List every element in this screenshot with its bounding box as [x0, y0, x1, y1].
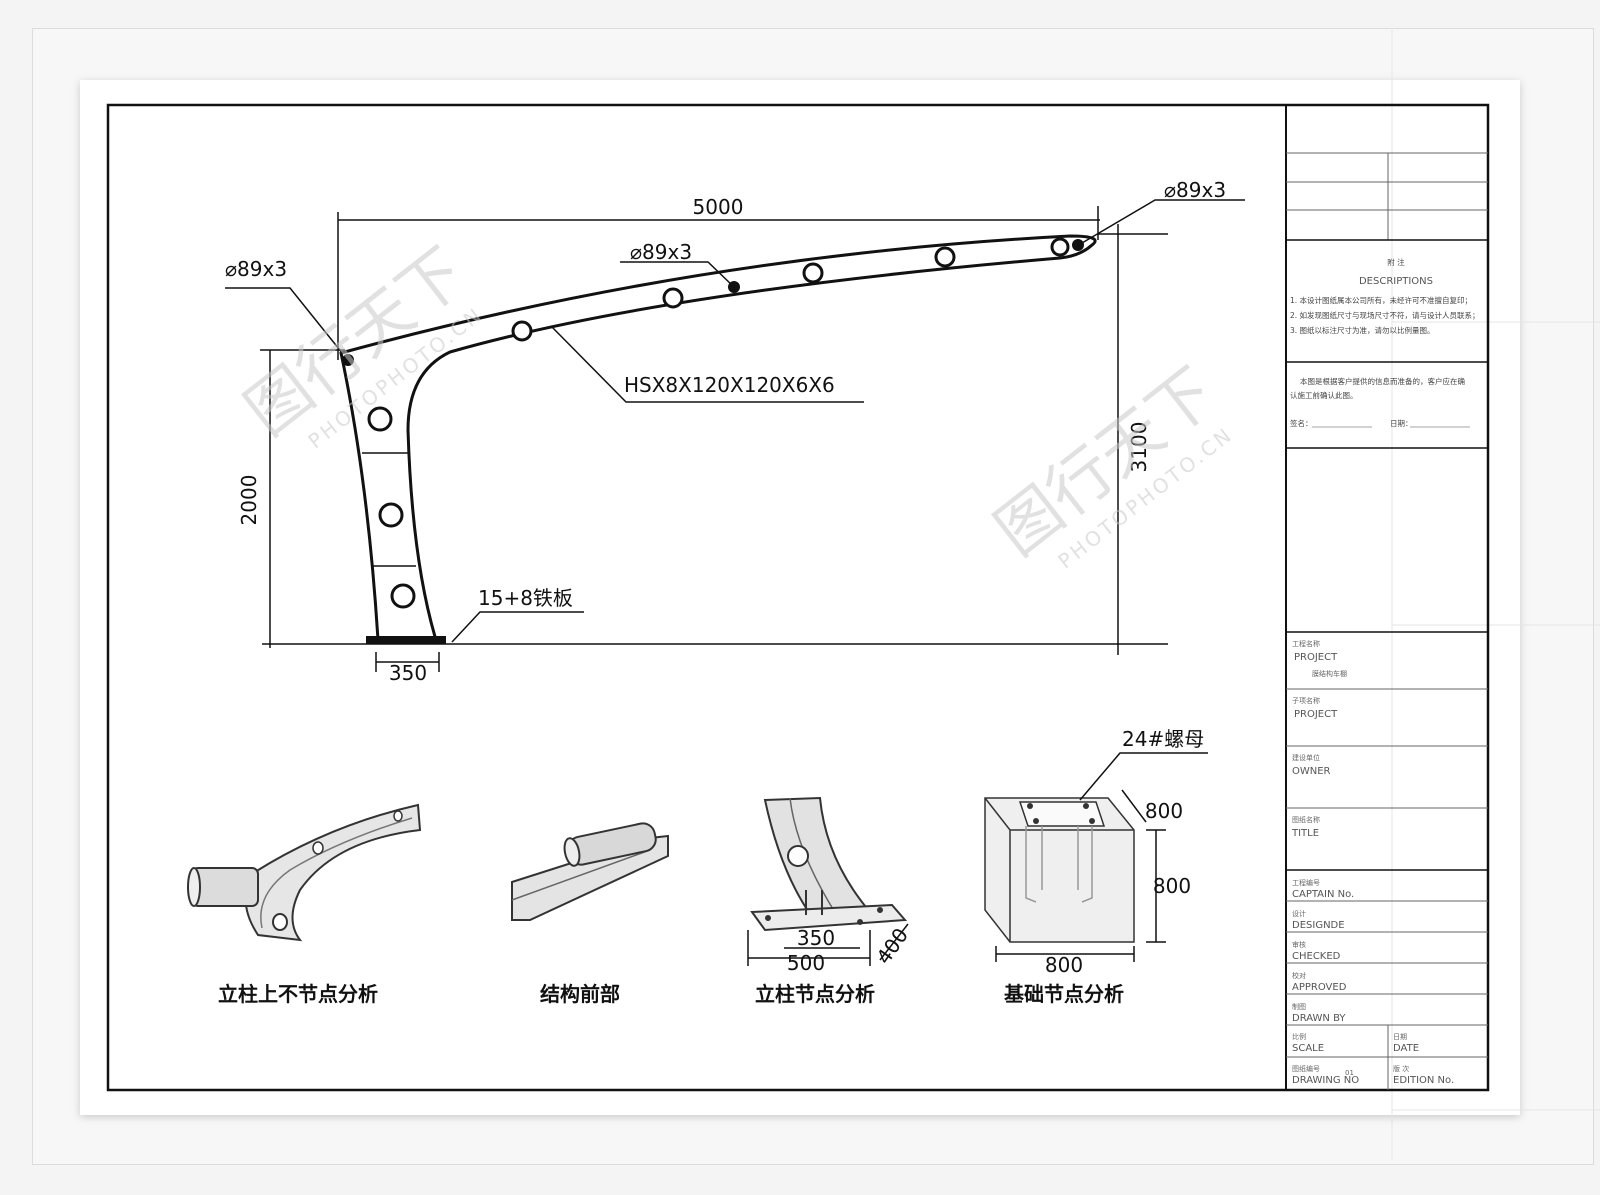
field-subproject-cn: 子项名称 — [1292, 696, 1320, 705]
pipe-label-left: ⌀89x3 — [225, 257, 287, 281]
sign-label: 签名： — [1290, 418, 1313, 428]
caption-foundation-node: 基础节点分析 — [1004, 982, 1124, 1006]
dim-height-right: 3100 — [1127, 422, 1151, 473]
field-captain-cn: 工程编号 — [1292, 878, 1320, 887]
confirm-text-2: 认施工前确认此图。 — [1290, 390, 1358, 400]
date-sign-label: 日期： — [1390, 419, 1413, 428]
caption-column-top: 立柱上不节点分析 — [218, 982, 378, 1006]
field-designde-cn: 设计 — [1292, 909, 1306, 918]
note-2: 2. 如发现图纸尺寸与现场尺寸不符，请与设计人员联系； — [1290, 310, 1480, 320]
detail-foundation-dim-height: 800 — [1153, 874, 1191, 898]
watermark-right: 图行天下 PHOTOPHOTO.CN — [982, 355, 1237, 574]
column-web-lines — [362, 452, 416, 567]
field-checked-en: CHECKED — [1292, 951, 1341, 962]
detail-foundation-illustration — [984, 797, 1135, 943]
plate-label: 15+8铁板 — [478, 586, 573, 610]
dim-span: 5000 — [693, 195, 744, 219]
detail-column-top-illustration — [187, 803, 422, 942]
detail-column-node-illustration — [750, 796, 908, 932]
drawing-sheet — [80, 80, 1520, 1115]
caption-column-node: 立柱节点分析 — [755, 982, 875, 1006]
edition-cn: 版 次 — [1393, 1064, 1409, 1073]
field-approved-cn: 校对 — [1292, 971, 1306, 980]
dim-base: 350 — [389, 661, 427, 685]
scale-en: SCALE — [1292, 1043, 1324, 1054]
detail-column-node-dims — [747, 923, 909, 966]
field-project-en: PROJECT — [1294, 652, 1338, 663]
field-title-en: TITLE — [1291, 828, 1319, 839]
frame-arm-inner-edge — [339, 234, 1097, 642]
note-3: 3. 图纸以标注尺寸为准，请勿以比例量图。 — [1290, 325, 1435, 335]
scale-cn: 比例 — [1292, 1032, 1306, 1041]
base-plate — [366, 636, 446, 644]
field-captain-en: CAPTAIN No. — [1292, 889, 1354, 900]
detail-column-node-dim-500: 500 — [787, 951, 825, 975]
field-subproject-en: PROJECT — [1294, 709, 1338, 720]
date-en: DATE — [1393, 1043, 1419, 1054]
field-drawnby-cn: 制图 — [1292, 1002, 1306, 1011]
drawing-no-cn: 图纸编号 — [1292, 1064, 1320, 1073]
detail-structure-front-illustration — [511, 822, 669, 921]
desc-en: DESCRIPTIONS — [1359, 276, 1433, 287]
drawing-no-value: 01 — [1345, 1069, 1354, 1077]
drawing-border — [106, 103, 1490, 1092]
desc-cn: 附 注 — [1387, 257, 1405, 267]
carport-frame — [339, 234, 1097, 642]
field-owner-en: OWNER — [1292, 766, 1331, 777]
field-checked-cn: 审核 — [1292, 940, 1306, 949]
field-project-cn: 工程名称 — [1292, 639, 1320, 648]
detail-foundation-dim-depth: 800 — [1145, 799, 1183, 823]
frame-holes — [367, 237, 1070, 609]
confirm-text-1: 本图是根据客户提供的信息而准备的，客户应在确 — [1300, 376, 1465, 386]
edition-en: EDITION No. — [1393, 1075, 1454, 1086]
frame-column-outer-edge — [339, 351, 380, 642]
field-designde-en: DESIGNDE — [1292, 920, 1345, 931]
detail-foundation-callout: 24#螺母 — [1122, 727, 1204, 751]
field-drawnby-en: DRAWN BY — [1292, 1013, 1346, 1024]
field-title-cn: 图纸名称 — [1292, 815, 1320, 824]
dim-height-left: 2000 — [237, 475, 261, 526]
pipe-label-mid: ⌀89x3 — [630, 240, 692, 264]
title-block — [1285, 105, 1488, 1090]
caption-structure-front: 结构前部 — [540, 982, 620, 1006]
detail-foundation-dims — [995, 752, 1208, 962]
beam-spec: HSX8X120X120X6X6 — [624, 373, 835, 397]
field-approved-en: APPROVED — [1292, 982, 1347, 993]
pipe-label-right: ⌀89x3 — [1164, 178, 1226, 202]
note-1: 1. 本设计图纸属本公司所有，未经许可不准擅自复印； — [1290, 295, 1472, 305]
drawing-no-en: DRAWING NO — [1292, 1075, 1359, 1086]
background-grid — [1391, 30, 1600, 1160]
dimension-lines — [225, 199, 1245, 672]
date-cn: 日期 — [1393, 1033, 1407, 1041]
field-owner-cn: 建设单位 — [1292, 753, 1320, 762]
detail-column-node-dim-400: 400 — [871, 923, 913, 968]
detail-column-node-dim-350: 350 — [797, 926, 835, 950]
field-project-value: 膜结构车棚 — [1312, 669, 1347, 678]
detail-foundation-dim-width: 800 — [1045, 953, 1083, 977]
